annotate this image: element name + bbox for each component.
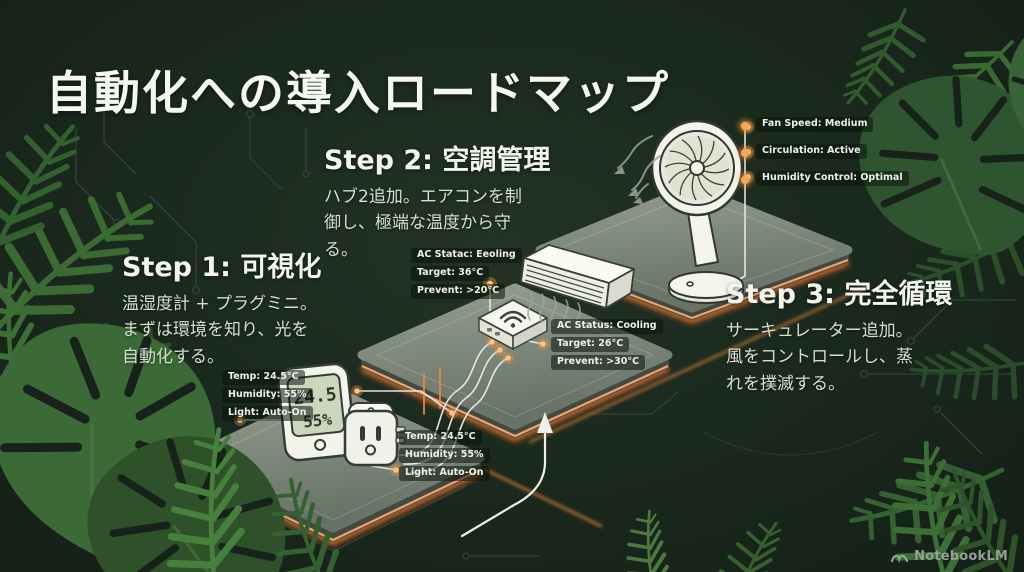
fan-speed-row: Fan Speed: Medium [741, 117, 874, 135]
ac-prevent-pill: Prevent: >20°C [411, 283, 506, 299]
sensor-status-label-left: Temp: 24.5°C Humidity: 55% Light: Auto-O… [222, 370, 313, 424]
notebooklm-logo-icon [891, 554, 909, 563]
wifi-icon [499, 310, 527, 328]
ac-target-pill: Target: 36°C [411, 265, 490, 281]
ac-status-label-left: AC Statac: Eeoling Target: 36°C Prevent:… [411, 248, 522, 302]
brand-name: NotebookLM [914, 549, 1008, 564]
step2-line2: 御し、極端な温度から守 [324, 213, 511, 234]
step1-line1: 温湿度計 + プラグミニ。 [122, 294, 318, 314]
step3-line3: れを撲滅する。 [726, 373, 845, 394]
temp-pill: Temp: 24.5°C [222, 370, 305, 385]
step3-heading: Step 3: 完全循環 [726, 279, 953, 310]
circulation-row: Circulation: Active [741, 143, 867, 162]
fan-airflow-arrows [614, 135, 661, 204]
ac-status-label-right: AC Status: Cooling Target: 26°C Prevent:… [551, 319, 663, 373]
light-pill: Light: Auto-On [222, 405, 313, 421]
humidity-pill: Humidity: 55% [222, 387, 313, 403]
temp-pill: Temp: 24.5°C [399, 430, 482, 445]
fan-status-labels: Fan Speed: Medium Circulation: Active Hu… [741, 117, 909, 198]
step-arrow [460, 412, 553, 538]
fan-device [614, 119, 744, 304]
step1-block: Step 1: 可視化 温湿度計 + プラグミニ。 まずは環境を知り、光を 自動… [122, 245, 382, 370]
humidity-control-row: Humidity Control: Optimal [741, 170, 909, 189]
ac-status-pill: AC Status: Cooling [551, 319, 663, 334]
ac-target-pill: Target: 26°C [551, 336, 630, 352]
circulation-pill: Circulation: Active [756, 143, 867, 159]
step1-description: 温湿度計 + プラグミニ。 まずは環境を知り、光を 自動化する。 [122, 291, 382, 370]
orange-dot-icon [741, 175, 749, 184]
ac-unit-device [520, 244, 635, 332]
step3-block: Step 3: 完全循環 サーキュレーター追加。 風をコントロールし、蒸 れを撲… [726, 272, 986, 397]
step2-description: ハブ2追加。エアコンを制 御し、極端な温度から守 る。 [324, 184, 594, 263]
step3-line1: サーキュレーター追加。 [726, 321, 913, 341]
ac-prevent-pill: Prevent: >30°C [551, 354, 646, 370]
step1-line2: まずは環境を知り、光を [122, 320, 309, 341]
step1-heading: Step 1: 可視化 [122, 252, 322, 283]
step2-line1: ハブ2追加。エアコンを制 [324, 187, 522, 207]
smart-plug-device [343, 402, 406, 467]
sensor-status-label-right: Temp: 24.5°C Humidity: 55% Light: Auto-O… [399, 430, 490, 484]
step2-heading: Step 2: 空調管理 [324, 145, 551, 176]
fan-speed-pill: Fan Speed: Medium [756, 117, 874, 132]
step3-description: サーキュレーター追加。 風をコントロールし、蒸 れを撲滅する。 [726, 318, 986, 397]
ac-status-pill: AC Statac: Eeoling [411, 248, 522, 263]
step2-block: Step 2: 空調管理 ハブ2追加。エアコンを制 御し、極端な温度から守 る。 [324, 138, 594, 263]
step1-line3: 自動化する。 [122, 346, 224, 367]
step3-line2: 風をコントロールし、蒸 [726, 347, 913, 368]
orange-dot-icon [741, 121, 749, 130]
footer-brand: NotebookLM [891, 549, 1008, 564]
light-pill: Light: Auto-On [399, 465, 490, 481]
ac-vents [524, 264, 605, 304]
hub-device [478, 299, 548, 350]
orange-dot-icon [741, 148, 749, 157]
humidity-pill: Humidity: 55% [399, 447, 490, 463]
step2-line3: る。 [324, 239, 358, 260]
humidity-control-pill: Humidity Control: Optimal [756, 170, 909, 186]
page-title: 自動化への導入ロードマップ [46, 65, 670, 120]
